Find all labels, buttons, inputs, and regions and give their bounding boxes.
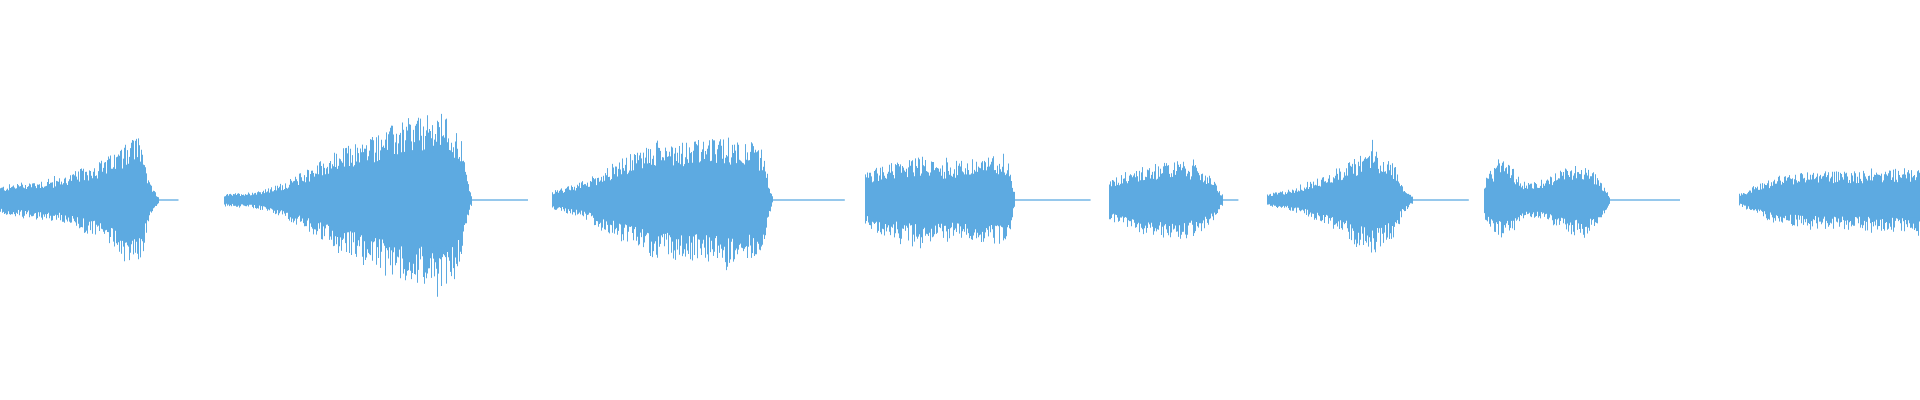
waveform-sound-segment (1484, 159, 1610, 238)
waveform-sound-body (1109, 178, 1222, 222)
waveform-sound-body (1739, 182, 1920, 218)
waveform-silence-segment (470, 199, 528, 201)
waveform-silence-line (1411, 199, 1469, 201)
waveform-silence-line (771, 199, 845, 201)
waveform-sound-segment (224, 113, 472, 297)
waveform-sound-body (552, 164, 772, 236)
waveform-sound-body (1484, 178, 1609, 222)
waveform-silence-segment (157, 199, 179, 201)
waveform-silence-segment (1411, 199, 1469, 201)
waveform-sound-body (865, 174, 1014, 226)
waveform-silence-line (1013, 199, 1091, 201)
waveform-silence-line (470, 199, 528, 201)
waveform-sound-segment (1109, 159, 1223, 239)
waveform-sound-segment (1267, 139, 1413, 253)
waveform-silence-line (157, 199, 179, 201)
waveform-sound-segment (0, 138, 159, 262)
waveform-sound-body (0, 163, 158, 237)
waveform-sound-body (1267, 169, 1412, 231)
waveform-silence-segment (1221, 199, 1239, 201)
waveform-silence-segment (1609, 199, 1680, 201)
waveform-silence-segment (1013, 199, 1091, 201)
waveform-sound-body (224, 151, 471, 249)
waveform-sound-segment (1739, 168, 1920, 236)
waveform-silence-line (1609, 199, 1680, 201)
waveform-sound-segment (552, 137, 773, 271)
waveform-sound-segment (865, 153, 1015, 249)
waveform-silence-line (1221, 199, 1239, 201)
waveform-silence-segment (771, 199, 845, 201)
